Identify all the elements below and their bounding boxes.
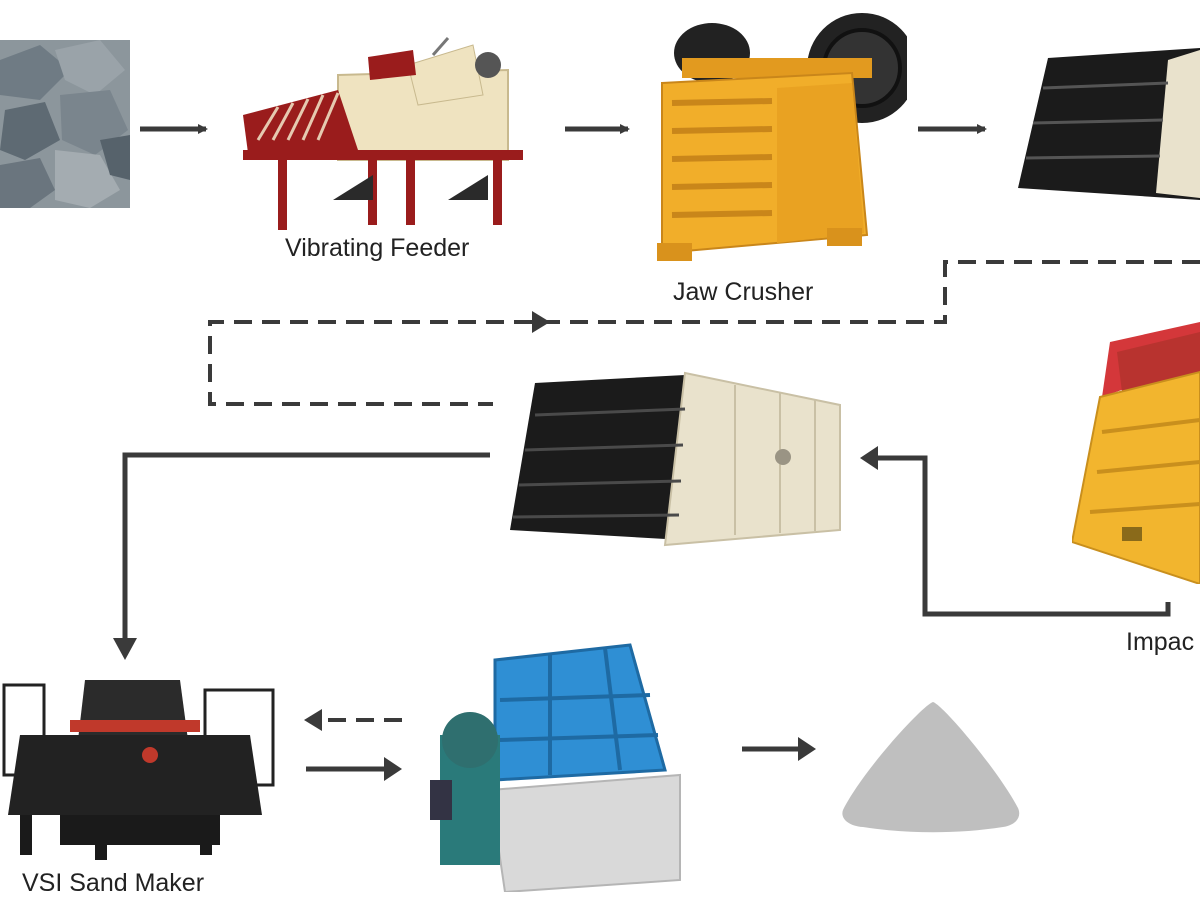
jaw-crusher-label: Jaw Crusher <box>673 278 814 306</box>
dashed-return-loop <box>208 260 1200 406</box>
vibrating-screen-middle-image <box>510 371 841 547</box>
jaw-crusher-image <box>657 13 907 261</box>
impact-crusher-label: Impac <box>1126 628 1195 656</box>
dashed-loop-arrowhead <box>532 311 550 333</box>
rock-pile-image <box>0 40 130 208</box>
arrow-impact-to-screen <box>870 455 1171 617</box>
vibrating-screen-top-image <box>1018 48 1200 200</box>
impact-crusher-image <box>1072 322 1200 584</box>
vsi-sand-maker-image <box>2 680 275 860</box>
sand-pile-icon <box>842 702 1020 833</box>
arrow-screen-to-vsi <box>122 452 490 640</box>
vsi-sand-maker-label: VSI Sand Maker <box>22 869 205 897</box>
vibrating-feeder-label: Vibrating Feeder <box>285 234 470 262</box>
sand-washer-image <box>430 643 681 892</box>
vibrating-feeder-image <box>243 37 523 230</box>
